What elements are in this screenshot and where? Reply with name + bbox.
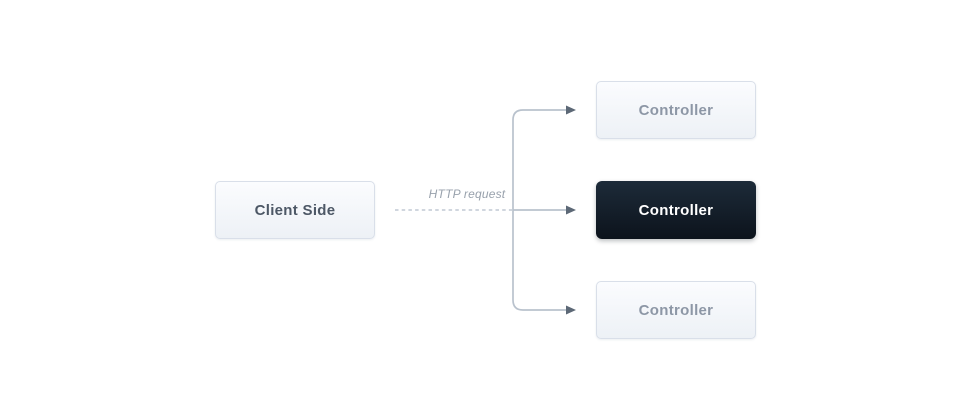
controller-bottom-label: Controller bbox=[638, 301, 714, 319]
arrowhead-middle-icon bbox=[566, 205, 576, 215]
client-side-box: Client Side bbox=[215, 181, 375, 239]
controller-box-top: Controller bbox=[596, 81, 756, 139]
controller-box-middle-highlighted: Controller bbox=[596, 181, 756, 239]
controller-box-bottom: Controller bbox=[596, 281, 756, 339]
http-request-label: HTTP request bbox=[428, 187, 506, 201]
client-side-label: Client Side bbox=[254, 201, 336, 219]
arrowhead-bottom-icon bbox=[566, 305, 576, 315]
branch-trunk-line bbox=[512, 109, 566, 311]
controller-top-label: Controller bbox=[638, 101, 714, 119]
arrowhead-top-icon bbox=[566, 105, 576, 115]
controller-middle-label: Controller bbox=[638, 201, 714, 219]
